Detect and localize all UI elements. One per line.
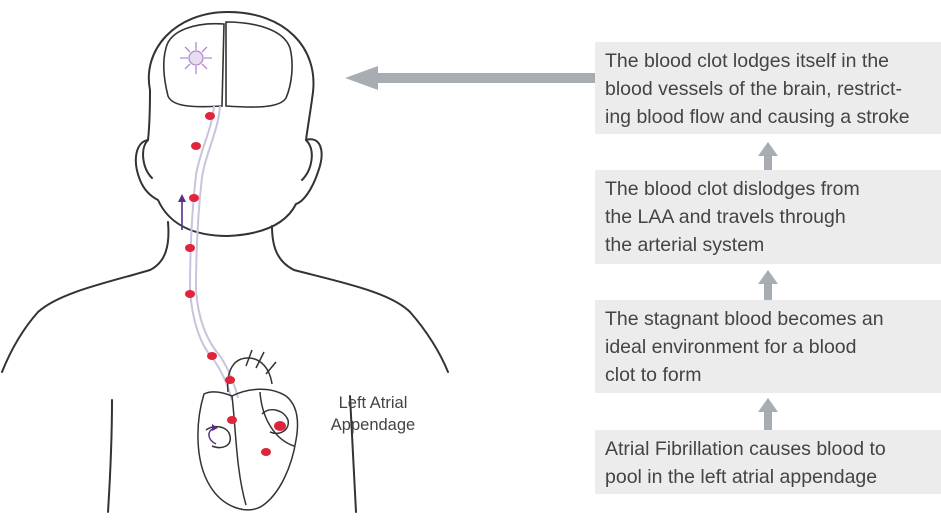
step-text-line: ing blood flow and causing a stroke [605,103,941,131]
clot [185,244,195,252]
step-clot-form-box: The stagnant blood becomes an ideal envi… [595,300,941,393]
clot [274,421,286,431]
step-text-line: the arterial system [605,231,941,259]
body-outline [2,12,448,512]
brain-right-hemisphere [226,22,292,107]
step-text-line: ideal environment for a blood [605,333,941,361]
arrow-up [758,270,778,300]
step-dislodge-box: The blood clot dislodges from the LAA an… [595,170,941,264]
brain [164,22,292,107]
stroke-site-icon [180,42,212,74]
head-outline [136,12,322,236]
step-text-line: Atrial Fibrillation causes blood to [605,435,941,463]
clot [185,290,195,298]
heart-flow-arrowhead [212,424,218,431]
heart-body [198,389,298,510]
neck-left [150,222,168,270]
clot [227,416,237,424]
left-atrial-appendage-outline [262,410,288,434]
clot [261,448,271,456]
arrow-up [758,398,778,430]
step-stroke-box: The blood clot lodges itself in the bloo… [595,42,941,134]
arrow-to-brain [345,66,595,90]
label-line: Appendage [318,414,428,436]
clot [207,352,217,360]
step-text-line: pool in the left atrial appendage [605,463,941,491]
clot [205,112,215,120]
blood-clots [185,112,286,456]
left-atrial-appendage-label: Left Atrial Appendage [318,392,428,436]
neck-right [272,226,294,270]
shoulder-right [294,270,448,372]
flow-arrowhead [178,194,186,202]
clot [189,194,199,202]
step-text-line: clot to form [605,361,941,389]
left-ear [143,140,152,178]
step-text-line: the LAA and travels through [605,203,941,231]
torso-left [108,400,112,512]
step-afib-box: Atrial Fibrillation causes blood to pool… [595,430,941,494]
step-text-line: blood vessels of the brain, restrict- [605,75,941,103]
clot [191,142,201,150]
clot [225,376,235,384]
step-text-line: The blood clot lodges itself in the [605,47,941,75]
step-text-line: The blood clot dislodges from [605,175,941,203]
label-line: Left Atrial [318,392,428,414]
shoulder-left [2,270,150,372]
arrow-up [758,142,778,170]
right-ear [302,140,312,180]
step-text-line: The stagnant blood becomes an [605,305,941,333]
